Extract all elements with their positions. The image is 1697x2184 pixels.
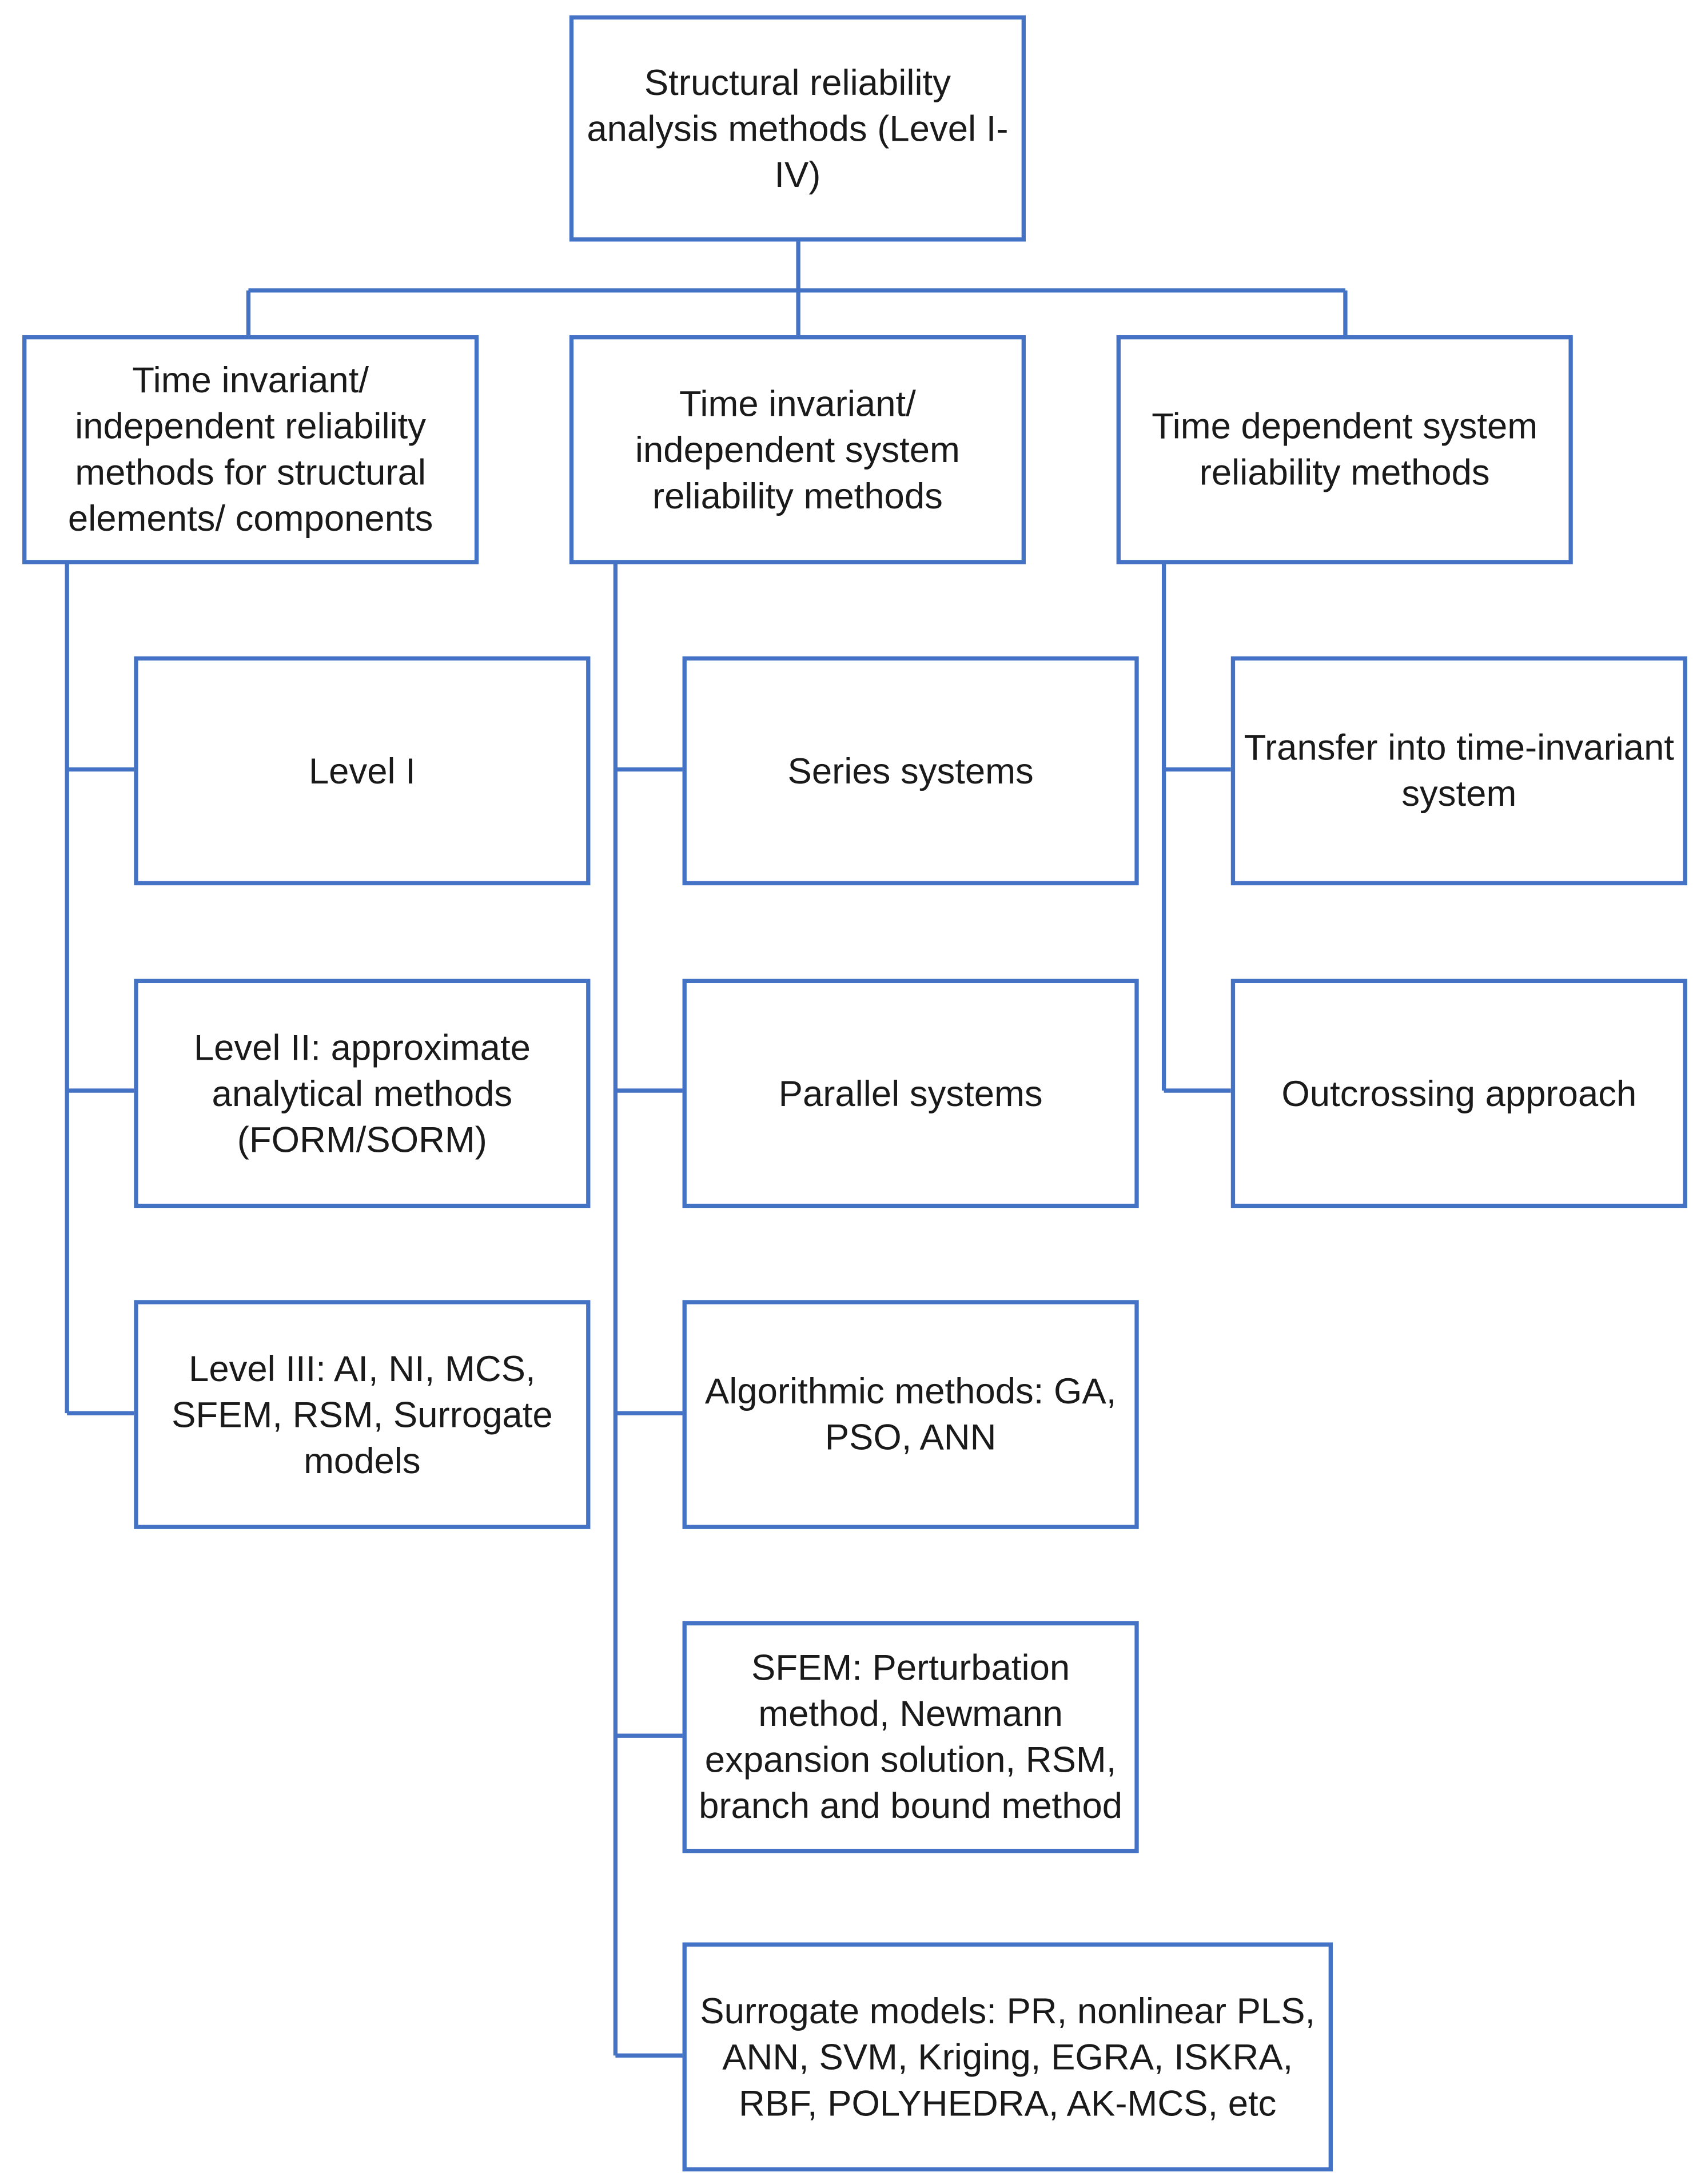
method-node-level-3: Level III: AI, NI, MCS, SFEM, RSM, Surro… [134,1300,591,1529]
method-node-level-2: Level II: approximate analytical methods… [134,978,591,1208]
method-node-surrogate-models: Surrogate models: PR, nonlinear PLS, ANN… [682,1942,1333,2171]
root-node-label: Structural reliability analysis methods … [587,61,1009,195]
method-node-label: Parallel systems [778,1072,1043,1114]
category-node-system-reliability: Time invariant/ independent system relia… [569,335,1026,564]
method-node-transfer-time-invariant: Transfer into time-invariant system [1230,656,1687,886]
method-node-label: Series systems [787,749,1034,791]
method-node-label: Level II: approximate analytical methods… [193,1025,531,1160]
method-node-sfem: SFEM: Perturbation method, Newmann expan… [682,1621,1139,1853]
method-node-label: Level III: AI, NI, MCS, SFEM, RSM, Surro… [172,1347,553,1481]
method-node-label: Surrogate models: PR, nonlinear PLS, ANN… [700,1989,1316,2123]
method-node-parallel-systems: Parallel systems [682,978,1139,1208]
category-node-label: Time dependent system reliability method… [1152,405,1538,493]
method-node-label: SFEM: Perturbation method, Newmann expan… [699,1646,1123,1827]
method-node-label: Algorithmic methods: GA, PSO, ANN [704,1370,1117,1458]
root-node: Structural reliability analysis methods … [569,15,1026,242]
method-node-label: Transfer into time-invariant system [1244,726,1675,814]
category-node-label: Time invariant/ independent reliability … [67,359,433,539]
method-node-algorithmic-methods: Algorithmic methods: GA, PSO, ANN [682,1300,1139,1529]
method-node-outcrossing-approach: Outcrossing approach [1230,978,1687,1208]
method-node-series-systems: Series systems [682,656,1139,886]
category-node-label: Time invariant/ independent system relia… [635,381,960,516]
category-node-element-reliability: Time invariant/ independent reliability … [22,335,479,564]
method-node-label: Level I [308,749,416,791]
method-node-label: Outcrossing approach [1281,1072,1637,1114]
category-node-time-dependent: Time dependent system reliability method… [1116,335,1573,564]
method-node-level-1: Level I [134,656,591,886]
